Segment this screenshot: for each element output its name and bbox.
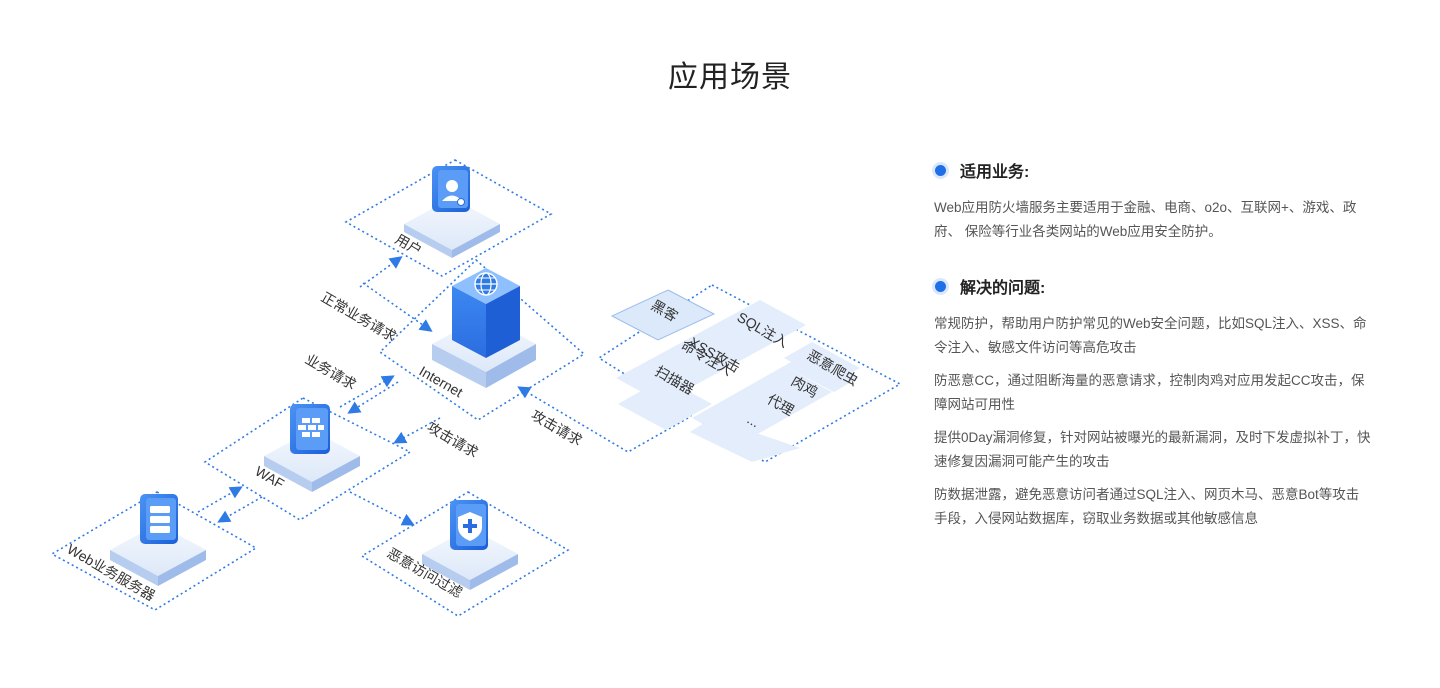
- section-title: 适用业务:: [960, 164, 1030, 181]
- section-paragraph: 常规防护，帮助用户防护常见的Web安全问题，比如SQL注入、XSS、命令注入、敏…: [934, 316, 1367, 355]
- attack-zone: [597, 284, 900, 463]
- section-problems-solved: 解决的问题: 常规防护，帮助用户防护常见的Web安全问题，比如SQL注入、XSS…: [932, 266, 1372, 531]
- web-server-node: Web业务服务器: [65, 494, 206, 604]
- web-server-zone: [50, 491, 258, 611]
- business-request-return: [347, 381, 399, 414]
- waf-server-return: [217, 496, 263, 523]
- server-cube-icon: [452, 268, 520, 358]
- section-paragraph: Web应用防火墙服务主要适用于金融、电商、o2o、互联网+、游戏、政府、 保险等…: [934, 200, 1357, 239]
- attack-tile: [692, 392, 786, 444]
- attack-tile: [784, 342, 860, 384]
- attack-tile: [738, 366, 832, 418]
- attack-tile: [616, 352, 710, 403]
- section-header: 适用业务:: [932, 150, 1372, 190]
- attack-request-left-line: [393, 417, 441, 444]
- filter-node: 恶意访问过滤: [385, 500, 518, 601]
- attack-panel: 黑客 SQL注入 XSS攻击 恶意爬虫 命令注入 肉鸡 扫描器 代理 ...: [610, 289, 861, 462]
- waf-node: WAF: [253, 404, 360, 492]
- section-title: 解决的问题:: [960, 280, 1046, 297]
- section-paragraph: 防数据泄露，避免恶意访问者通过SQL注入、网页木马、恶意Bot等攻击手段，入侵网…: [934, 487, 1360, 526]
- business-request-label: 业务请求: [303, 351, 359, 393]
- normal-request-label: 正常业务请求: [319, 289, 400, 345]
- waf-filter-line: [349, 491, 415, 526]
- attack-tile: [618, 378, 712, 430]
- normal-request-return: [362, 282, 433, 332]
- attack-tile: [690, 418, 800, 462]
- user-node: 用户: [393, 166, 500, 259]
- attack-request-right-label: 攻击请求: [529, 407, 585, 449]
- server-icon: [140, 494, 178, 544]
- section-header: 解决的问题:: [932, 266, 1372, 306]
- waf-server-line: [197, 486, 243, 513]
- attack-tile: [664, 326, 758, 377]
- internet-zone: [378, 258, 586, 421]
- user-zone: [344, 159, 553, 277]
- shield-icon: [450, 500, 488, 550]
- attack-tile: [712, 300, 806, 351]
- section-paragraph: 防恶意CC，通过阻断海量的恶意请求，控制肉鸡对应用发起CC攻击，保障网站可用性: [934, 373, 1365, 412]
- section-applicable-business: 适用业务: Web应用防火墙服务主要适用于金融、电商、o2o、互联网+、游戏、政…: [932, 150, 1372, 244]
- normal-request-line: [359, 256, 403, 288]
- attack-request-left-label: 攻击请求: [425, 419, 481, 461]
- section-paragraph: 提供0Day漏洞修复，针对网站被曝光的最新漏洞，及时下发虚拟补丁，快速修复因漏洞…: [934, 430, 1371, 469]
- user-icon: [432, 166, 470, 212]
- scenario-diagram: 用户 Internet WAF: [50, 159, 900, 617]
- page-title: 应用场景: [668, 61, 792, 94]
- firewall-icon: [290, 404, 330, 454]
- info-panel: 适用业务: Web应用防火墙服务主要适用于金融、电商、o2o、互联网+、游戏、政…: [932, 150, 1372, 553]
- internet-node: Internet: [417, 268, 536, 400]
- bullet-dot-icon: [935, 164, 946, 176]
- bullet-dot-icon: [935, 280, 946, 292]
- hacker-tile: [610, 289, 716, 341]
